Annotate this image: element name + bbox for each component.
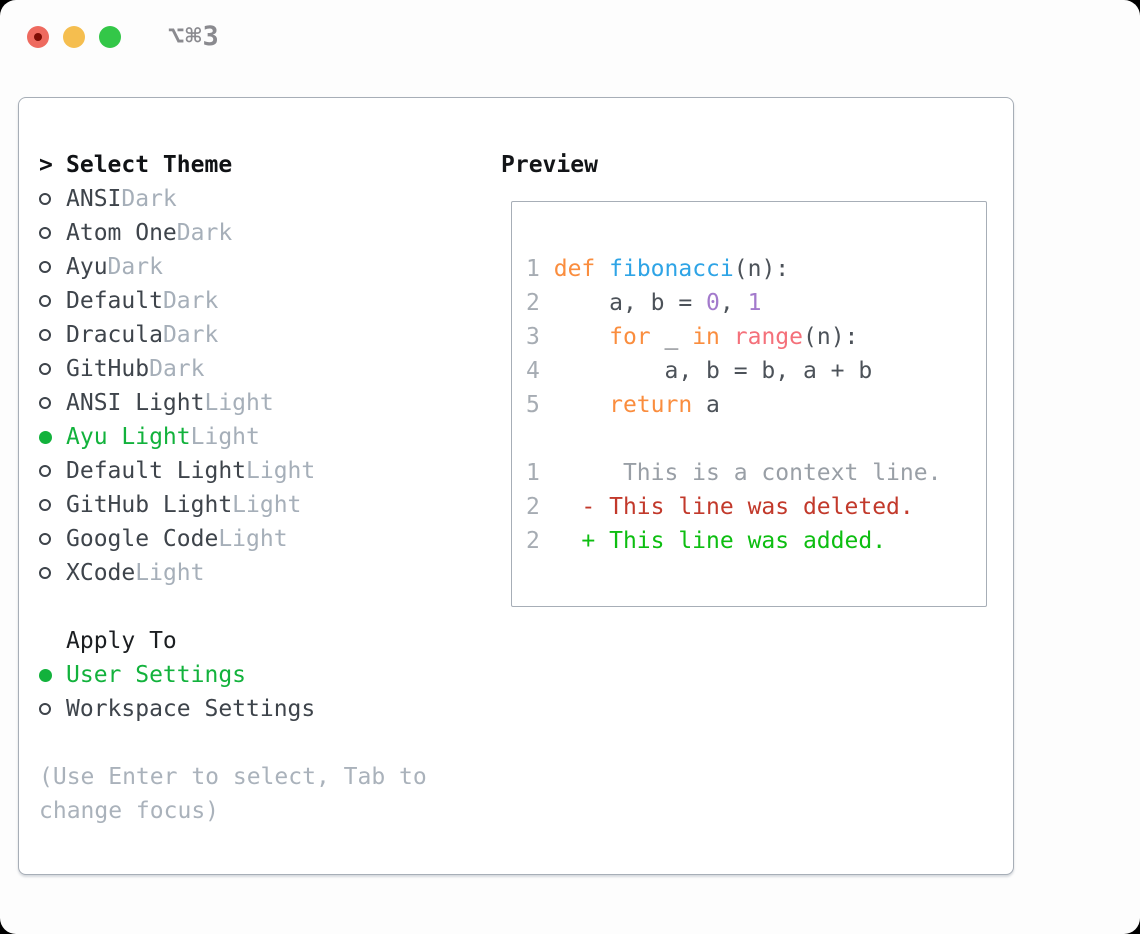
radio-selected-icon [39,668,52,682]
theme-variant: Dark [149,356,205,382]
theme-option-ansi[interactable]: ANSI Dark [39,182,499,216]
theme-variant: Light [232,492,302,518]
theme-option-ayu-light[interactable]: Ayu Light Light [39,420,499,454]
zoom-button-icon[interactable] [99,26,121,48]
select-theme-label: Select Theme [66,152,233,178]
code-line: 2 - This line was deleted. [526,494,914,520]
theme-name: Ayu Light [66,424,191,450]
radio-icon [39,397,51,409]
theme-name: Dracula [66,322,163,348]
theme-name: ANSI Light [66,390,205,416]
theme-option-ansi-light[interactable]: ANSI Light Light [39,386,499,420]
traffic-lights [27,26,121,48]
theme-option-google-code[interactable]: Google Code Light [39,522,499,556]
radio-icon [39,193,51,205]
hint-text: (Use Enter to select, Tab to change focus… [39,760,499,828]
code-line: 4 a, b = b, a + b [526,358,873,384]
radio-icon [39,295,51,307]
theme-name: GitHub Light [66,492,233,518]
apply-to-header: Apply To [39,624,499,658]
theme-option-default-light[interactable]: Default Light Light [39,454,499,488]
theme-name: Atom One [66,220,177,246]
code-line: 2 + This line was added. [526,528,887,554]
code-line: 3 for _ in range(n): [526,324,859,350]
radio-icon [39,703,51,715]
theme-variant: Dark [162,288,219,314]
theme-option-ayu[interactable]: Ayu Dark [39,250,499,284]
radio-icon [39,465,51,477]
radio-icon [39,533,51,545]
radio-icon [39,499,51,511]
spacer-row [39,590,499,624]
apply-option-label: User Settings [66,662,247,688]
code-line [526,422,986,456]
theme-variant: Dark [107,254,163,280]
preview-heading: Preview [501,152,598,178]
radio-icon [39,363,51,375]
theme-option-dracula[interactable]: Dracula Dark [39,318,499,352]
theme-name: ANSI [66,186,122,212]
apply-to-label: Apply To [66,628,177,654]
theme-name: Default [66,288,163,314]
theme-option-github[interactable]: GitHub Dark [39,352,499,386]
theme-option-default[interactable]: Default Dark [39,284,499,318]
spacer-row [39,726,499,760]
hint-line: change focus) [39,798,220,824]
preview-pane: 1 def fibonacci(n): 2 a, b = 0, 1 3 for _ … [511,201,987,607]
theme-variant: Dark [162,322,219,348]
code-line: 1 def fibonacci(n): [526,256,790,282]
radio-icon [39,329,51,341]
code-line: 1 This is a context line. [526,460,942,486]
theme-variant: Light [190,424,260,450]
theme-variant: Light [246,458,316,484]
theme-name: GitHub [66,356,150,382]
theme-variant: Dark [121,186,177,212]
apply-option-label: Workspace Settings [66,696,316,722]
theme-name: Default Light [66,458,247,484]
theme-option-github-light[interactable]: GitHub Light Light [39,488,499,522]
theme-name: Google Code [66,526,219,552]
radio-icon [39,261,51,273]
radio-selected-icon [39,430,52,444]
theme-variant: Dark [176,220,233,246]
radio-icon [39,227,51,239]
focus-caret-icon: > [39,152,53,178]
theme-variant: Light [135,560,205,586]
theme-option-atom-one[interactable]: Atom One Dark [39,216,499,250]
theme-variant: Light [218,526,288,552]
theme-variant: Light [204,390,274,416]
select-theme-header: > Select Theme [39,148,499,182]
apply-option-workspace-settings[interactable]: Workspace Settings [39,692,499,726]
theme-option-xcode[interactable]: XCode Light [39,556,499,590]
theme-name: Ayu [66,254,108,280]
radio-icon [39,567,51,579]
code-line: 2 a, b = 0, 1 [526,290,762,316]
code-line: 5 return a [526,392,720,418]
minimize-button-icon[interactable] [63,26,85,48]
window-title: ⌥⌘3 [168,21,220,52]
apply-option-user-settings[interactable]: User Settings [39,658,499,692]
theme-name: XCode [66,560,136,586]
hint-line: (Use Enter to select, Tab to [39,764,427,790]
close-button-icon[interactable] [27,26,49,48]
